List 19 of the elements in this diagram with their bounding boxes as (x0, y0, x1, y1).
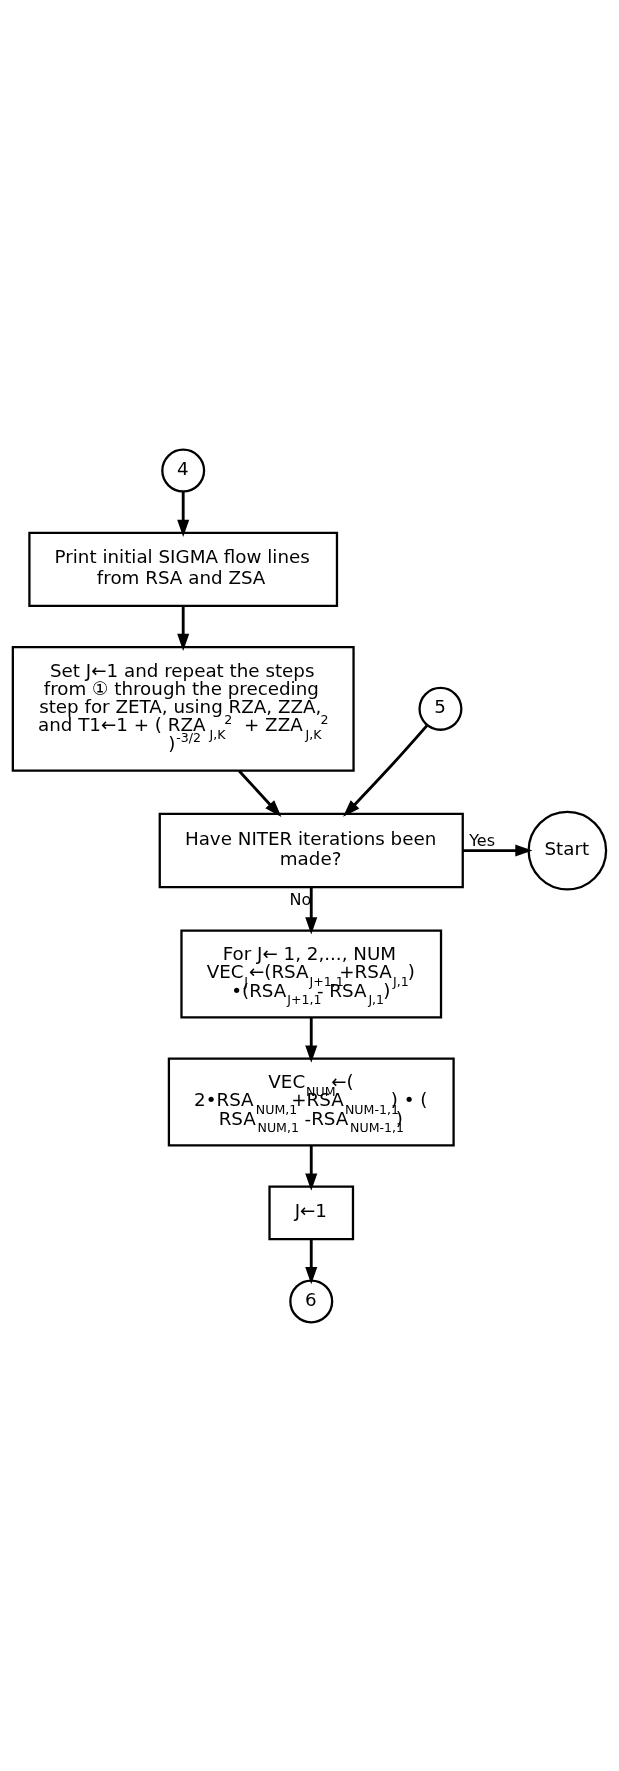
node-circle: 6 (289, 1278, 334, 1323)
arrow (177, 605, 190, 651)
arrow (305, 886, 318, 934)
arrow (462, 844, 533, 857)
arrow (305, 1017, 318, 1063)
node-box: Have NITER iterations been made? (158, 812, 464, 888)
node-circle: 4 (161, 448, 206, 493)
edge-label: No (289, 889, 312, 909)
arrow (237, 769, 282, 817)
node-box: J←1 (268, 1185, 355, 1240)
arrow (305, 1144, 318, 1191)
arrow (305, 1238, 318, 1284)
node-box: Print initial SIGMA flow lines from RSA and ZSA (28, 531, 339, 607)
edge-label: Yes (469, 830, 496, 850)
arrow (177, 491, 190, 537)
node-circle: Start (527, 810, 608, 890)
arrow (343, 724, 428, 817)
node-box: VEC$_{NUM}$←( 2•RSA$_{NUM,1}$+RSA$_{NUM-1,1}$) • ( RSA$_{NUM,1}$ -RSA$_{NUM-1,1}$) (167, 1056, 455, 1147)
node-circle: 5 (418, 686, 463, 731)
